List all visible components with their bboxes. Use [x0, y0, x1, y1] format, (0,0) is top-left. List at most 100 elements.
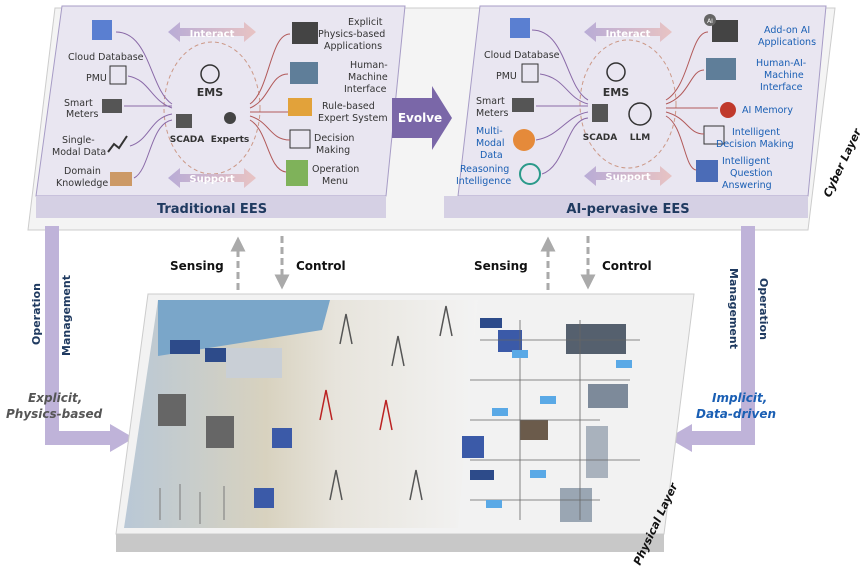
domain-knowledge-label-1: Domain	[64, 166, 101, 177]
single-modal-data-icon	[107, 135, 128, 153]
ai-cloud-database-icon	[510, 18, 530, 38]
transmission-towers	[319, 305, 453, 501]
brain-icon	[628, 102, 652, 126]
ai-ems-label: EMS	[603, 86, 629, 99]
interact-arrow	[168, 22, 256, 42]
explicit-label-2: Physics-based	[318, 29, 385, 40]
smart-label-1: Smart	[64, 98, 93, 109]
evolve-arrow	[392, 86, 452, 150]
explicit-label-1: Explicit	[348, 17, 383, 28]
ai-badge-icon	[704, 14, 716, 26]
ai-title: AI-pervasive EES	[566, 202, 689, 217]
experts-icon	[224, 112, 236, 124]
control-left-label: Control	[296, 259, 346, 273]
expert-system-icon	[288, 98, 312, 116]
iqa-label-1: Intelligent	[722, 156, 770, 167]
addon-label-1: Add-on AI	[764, 25, 810, 36]
rule-based-label-1: Rule-based	[322, 101, 375, 112]
decision-label-1: Decision	[314, 133, 354, 144]
smart-meter-icon	[102, 99, 122, 113]
hmi-label-1: Human-	[350, 60, 388, 71]
llm-label: LLM	[630, 133, 650, 143]
reasoning-label-2: Intelligence	[456, 176, 511, 187]
ai-scada-label: SCADA	[583, 133, 618, 143]
operation-menu-label-1: Operation	[312, 164, 359, 175]
right-note-1: Implicit,	[712, 391, 767, 405]
smart-city-buildings	[254, 324, 628, 522]
addon-label-2: Applications	[758, 37, 816, 48]
ai-smart-label-2: Meters	[476, 108, 509, 119]
decision-label-2: Making	[316, 145, 350, 156]
ai-interact-label: Interact	[606, 29, 651, 40]
interact-label: Interact	[190, 29, 235, 40]
left-operation-arrowhead	[110, 424, 134, 452]
traditional-right: Explicit Physics-based Applications Huma…	[249, 17, 388, 187]
ai-applications-icon	[712, 20, 738, 42]
operation-menu-label-2: Menu	[322, 176, 348, 187]
hai-label-1: Human-AI-	[756, 58, 806, 69]
hmi-label-3: Interface	[344, 84, 387, 95]
hmi-label-2: Machine	[348, 72, 388, 83]
sensing-control-right: Sensing Control	[474, 236, 652, 290]
operation-menu-icon	[286, 160, 308, 186]
right-management-label: Management	[727, 268, 740, 349]
traditional-title: Traditional EES	[157, 202, 267, 217]
cloud-database-label: Cloud Database	[68, 52, 144, 63]
power-plants	[158, 348, 282, 448]
ai-interact-arrow	[584, 22, 672, 42]
idm-label-1: Intelligent	[732, 127, 780, 138]
traditional-title-bar	[36, 196, 386, 218]
ai-support-label: Support	[605, 172, 650, 183]
hmi-icon	[290, 62, 318, 84]
river-area	[158, 300, 330, 356]
cyber-layer-label: Cyber Layer	[821, 126, 864, 199]
pmu-icon	[109, 65, 127, 85]
ems-user-icon	[200, 64, 220, 84]
reasoning-label-1: Reasoning	[460, 164, 509, 175]
ai-scada-icon	[592, 104, 608, 122]
explicit-label-3: Applications	[324, 41, 382, 52]
right-note-2: Data-driven	[696, 407, 776, 421]
left-management-label: Management	[60, 275, 73, 356]
right-operation-label: Operation	[757, 278, 770, 340]
cloud-database-icon	[92, 20, 112, 40]
traditional-center: Interact Support EMS SCADA Experts	[163, 22, 261, 188]
ai-badge-label: AI	[707, 18, 713, 25]
ai-center: Interact Support EMS SCADA LLM	[579, 22, 677, 186]
ai-memory-icon	[720, 102, 736, 118]
idm-label-2: Decision Making	[716, 139, 794, 150]
reasoning-intelligence-icon	[519, 163, 541, 185]
ai-support-arrow	[584, 166, 672, 186]
intelligent-decision-icon	[703, 125, 725, 145]
pmu-label: PMU	[86, 73, 107, 84]
ai-title-bar	[444, 196, 808, 218]
ai-pmu-icon	[521, 63, 539, 83]
single-modal-label-2: Modal Data	[52, 147, 106, 158]
right-operation-arrowhead	[668, 424, 692, 452]
sensing-left-label: Sensing	[170, 259, 224, 273]
ai-right: AI Add-on AI Applications Human-AI- Mach…	[665, 14, 816, 191]
single-modal-label-1: Single-	[62, 135, 95, 146]
sensing-right-label: Sensing	[474, 259, 528, 273]
experts-label: Experts	[211, 135, 250, 145]
ai-smart-meter-icon	[512, 98, 534, 112]
multi-modal-label-1: Multi-	[476, 126, 503, 137]
ai-memory-label: AI Memory	[742, 105, 793, 116]
ev-charging-lots	[486, 350, 632, 508]
left-note-2: Physics-based	[6, 407, 103, 421]
scada-label: SCADA	[170, 135, 205, 145]
domain-knowledge-label-2: Knowledge	[56, 178, 108, 189]
multi-modal-label-2: Modal	[476, 138, 505, 149]
left-operation-label: Operation	[30, 283, 43, 345]
iqa-label-3: Answering	[722, 180, 772, 191]
hai-icon	[706, 58, 736, 80]
support-label: Support	[189, 174, 234, 185]
hai-label-2: Machine	[764, 70, 804, 81]
left-operation-arrow	[45, 226, 112, 445]
support-arrow	[168, 168, 256, 188]
applications-icon	[292, 22, 318, 44]
ai-left: Cloud Database PMU Smart Meters Multi- M…	[456, 18, 589, 187]
smart-label-2: Meters	[66, 109, 99, 120]
